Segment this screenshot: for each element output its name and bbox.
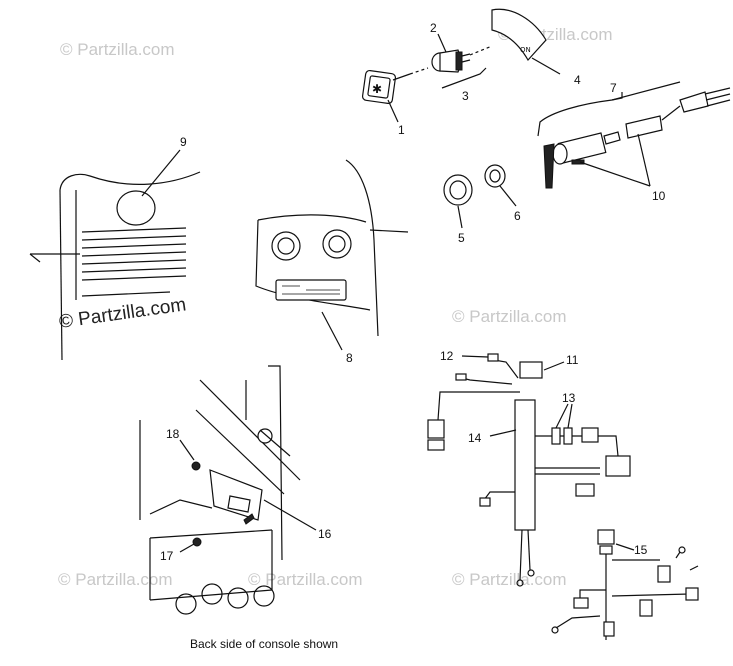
- bracket-line: [537, 81, 681, 137]
- wiring-harness: [427, 353, 631, 587]
- callout-18: 18: [166, 427, 180, 441]
- switch-bezel: ✱: [361, 69, 397, 105]
- callout-8: 8: [346, 351, 353, 365]
- lock-washer: [484, 164, 506, 188]
- callout-3: 3: [462, 89, 469, 103]
- watermark: © Partzilla.com: [248, 570, 363, 589]
- watermark: © Partzilla.com: [58, 570, 173, 589]
- callout-6: 6: [514, 209, 521, 223]
- callout-1: 1: [398, 123, 405, 137]
- leader-lines: [141, 33, 651, 553]
- svg-text:✱: ✱: [372, 82, 382, 96]
- callout-17: 17: [160, 549, 174, 563]
- watermark: © Partzilla.com: [60, 40, 175, 59]
- switch-plate: ON: [491, 8, 547, 62]
- callout-5: 5: [458, 231, 465, 245]
- ignition-switch: [431, 49, 471, 73]
- console-cover: [29, 171, 201, 361]
- callout-labels: 1 2 3 4 5 6 7 8 9 10 11 12 13 14 15 16 1…: [160, 21, 666, 563]
- watermark: © Partzilla.com: [452, 307, 567, 326]
- watermark: © Partzilla.com: [452, 570, 567, 589]
- figure-caption: Back side of console shown: [190, 637, 338, 651]
- instrument-panel: [255, 159, 409, 337]
- callout-11: 11: [566, 353, 579, 367]
- console-back-side: [139, 365, 301, 615]
- svg-text:ON: ON: [520, 46, 531, 54]
- callout-13: 13: [562, 391, 576, 405]
- key-lock-assembly: [543, 87, 731, 189]
- callout-10: 10: [652, 189, 666, 203]
- callout-12: 12: [440, 349, 454, 363]
- callout-15: 15: [634, 543, 648, 557]
- callout-7: 7: [610, 81, 617, 95]
- callout-14: 14: [468, 431, 482, 445]
- callout-2: 2: [430, 21, 437, 35]
- callout-16: 16: [318, 527, 332, 541]
- callout-4: 4: [574, 73, 581, 87]
- callout-9: 9: [180, 135, 187, 149]
- sub-harness: [551, 529, 699, 640]
- lock-nut: [443, 174, 473, 206]
- watermark: © Partzilla.com: [58, 294, 188, 333]
